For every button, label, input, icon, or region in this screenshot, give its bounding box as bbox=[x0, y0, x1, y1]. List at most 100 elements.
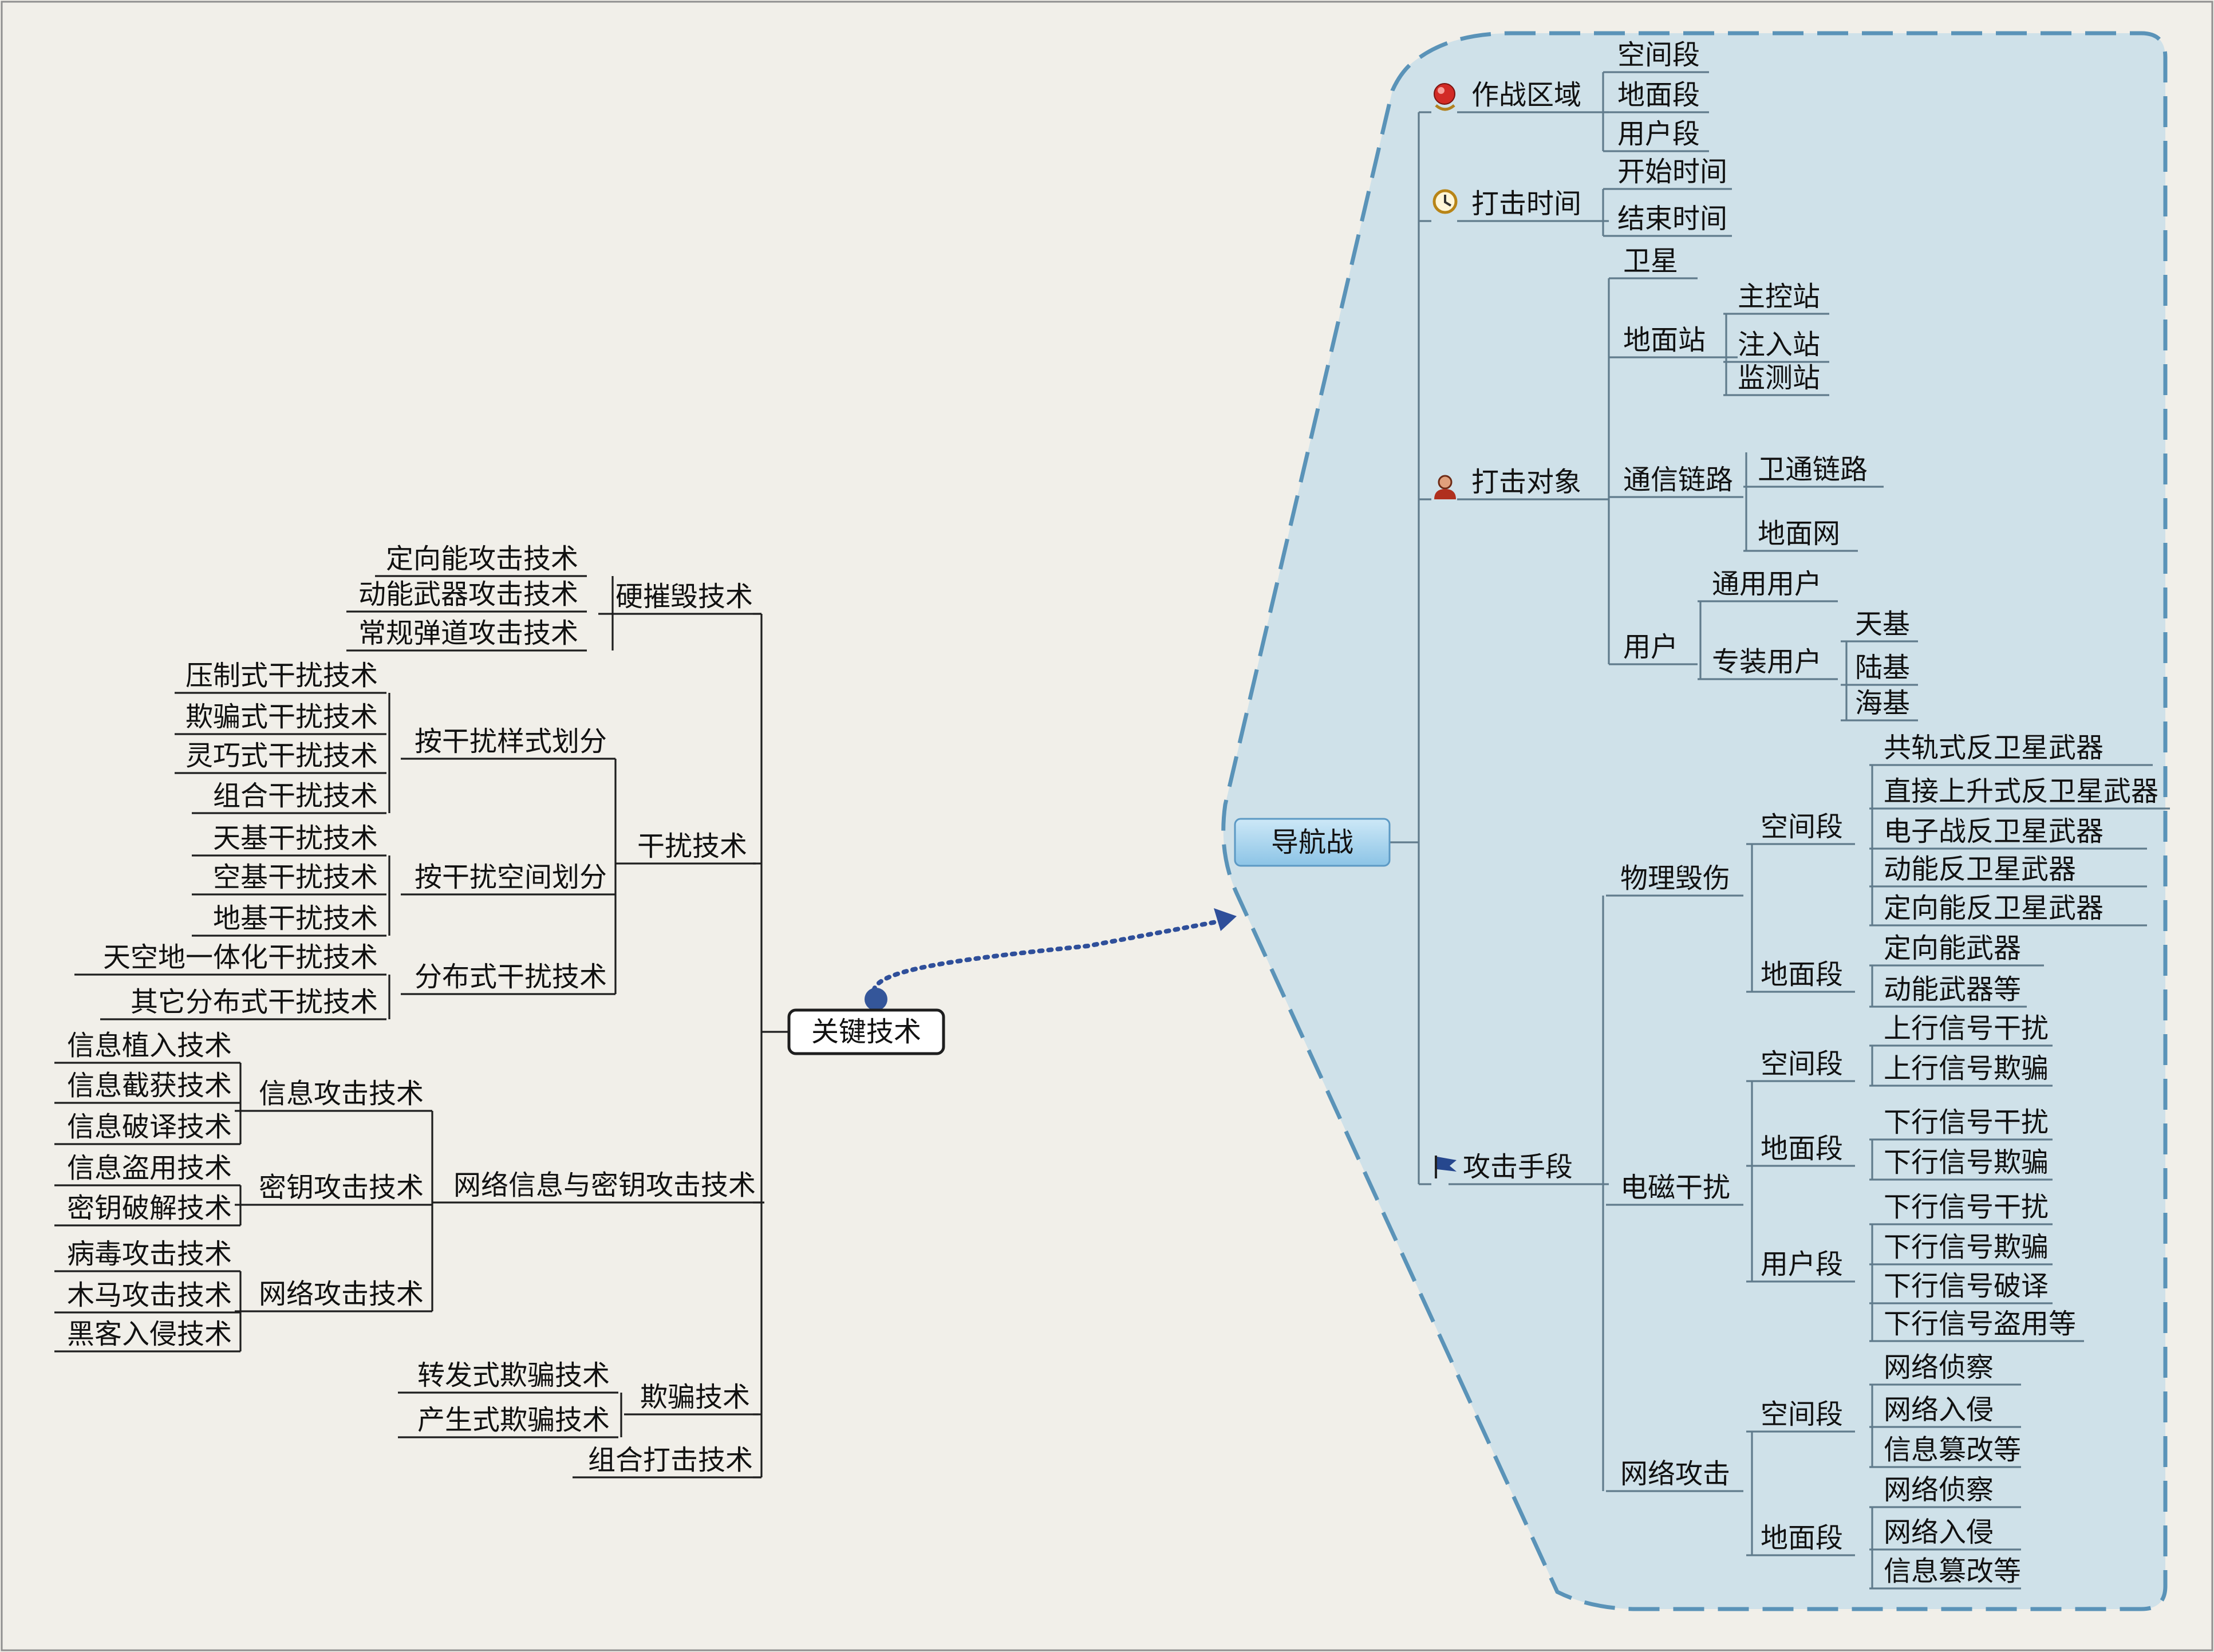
left-node-left-children-1-children-2[interactable]: 分布式干扰技术 bbox=[401, 961, 615, 995]
left-node-left-children-2-children-0-children-2[interactable]: 信息破译技术 bbox=[54, 1111, 240, 1145]
node-label: 欺骗技术 bbox=[640, 1381, 750, 1413]
central-topic[interactable]: 关键技术 bbox=[787, 1008, 945, 1055]
right-node-right-children-3-children-0-children-0-children-1[interactable]: 直接上升式反卫星武器 bbox=[1869, 775, 2170, 810]
right-node-right-children-3-children-1-children-2-children-3[interactable]: 下行信号盗用等 bbox=[1869, 1308, 2084, 1342]
node-label: 主控站 bbox=[1738, 281, 1820, 313]
right-node-right-children-3-children-1-children-2[interactable]: 用户段 bbox=[1746, 1248, 1855, 1283]
left-node-left-children-0-children-0[interactable]: 定向能攻击技术 bbox=[375, 543, 587, 577]
right-node-right-children-3-children-1-children-1-children-0[interactable]: 下行信号干扰 bbox=[1869, 1106, 2053, 1141]
right-node-right-children-2-children-1-children-0[interactable]: 主控站 bbox=[1723, 281, 1829, 315]
right-node-right-children-3-children-2-children-1[interactable]: 地面段 bbox=[1746, 1522, 1855, 1556]
right-node-right-children-3-children-0-children-0-children-2[interactable]: 电子战反卫星武器 bbox=[1869, 815, 2147, 850]
right-node-right-children-2-children-2[interactable]: 通信链路 bbox=[1609, 464, 1743, 498]
left-node-left-children-1-children-1-children-1[interactable]: 空基干扰技术 bbox=[192, 861, 386, 896]
left-node-left-children-1-children-0[interactable]: 按干扰样式划分 bbox=[401, 726, 615, 760]
right-node-right-children-3-children-0-children-0[interactable]: 空间段 bbox=[1746, 811, 1855, 845]
right-node-right-children-2-children-3-children-1-children-0[interactable]: 天基 bbox=[1841, 608, 1918, 642]
node-label: 地基干扰技术 bbox=[213, 902, 378, 935]
right-node-right-children-1-children-0[interactable]: 开始时间 bbox=[1603, 156, 1732, 190]
right-node-right-children-3-children-2-children-1-children-2[interactable]: 信息篡改等 bbox=[1869, 1555, 2021, 1590]
left-node-left-children-4[interactable]: 组合打击技术 bbox=[573, 1444, 761, 1478]
left-node-left-children-1-children-0-children-2[interactable]: 灵巧式干扰技术 bbox=[175, 740, 386, 774]
left-node-left-children-0[interactable]: 硬摧毁技术 bbox=[598, 581, 761, 615]
node-label: 地面段 bbox=[1761, 959, 1843, 991]
left-node-left-children-2-children-1-children-0[interactable]: 信息盗用技术 bbox=[54, 1152, 240, 1186]
right-node-right-children-2-children-3-children-0[interactable]: 通用用户 bbox=[1698, 568, 1838, 602]
right-node-right-children-3-children-0-children-0-children-0[interactable]: 共轨式反卫星武器 bbox=[1869, 732, 2153, 766]
left-node-left-children-3[interactable]: 欺骗技术 bbox=[624, 1381, 759, 1416]
right-node-right-children-0[interactable]: 作战区域 bbox=[1457, 79, 1609, 113]
navigation-war-root[interactable]: 导航战 bbox=[1234, 818, 1391, 867]
right-node-right-children-3-children-0-children-1-children-1[interactable]: 动能武器等 bbox=[1869, 973, 2027, 1008]
left-node-left-children-1-children-1-children-0[interactable]: 天基干扰技术 bbox=[192, 822, 386, 857]
right-node-right-children-3-children-0-children-1[interactable]: 地面段 bbox=[1746, 959, 1855, 993]
node-label: 下行信号破译 bbox=[1884, 1270, 2049, 1302]
left-node-left-children-2-children-2-children-1[interactable]: 木马攻击技术 bbox=[54, 1279, 240, 1314]
right-node-right-children-3-children-1-children-2-children-1[interactable]: 下行信号欺骗 bbox=[1869, 1231, 2053, 1265]
left-node-left-children-2-children-1[interactable]: 密钥攻击技术 bbox=[235, 1172, 432, 1206]
right-node-right-children-1[interactable]: 打击时间 bbox=[1457, 188, 1609, 222]
left-node-left-children-0-children-2[interactable]: 常规弹道攻击技术 bbox=[346, 617, 587, 652]
left-node-left-children-2-children-0-children-1[interactable]: 信息截获技术 bbox=[54, 1070, 240, 1104]
right-node-right-children-2-children-2-children-1[interactable]: 地面网 bbox=[1743, 518, 1858, 552]
right-node-right-children-2-children-3-children-1-children-2[interactable]: 海基 bbox=[1841, 687, 1918, 721]
left-node-left-children-1-children-2-children-1[interactable]: 其它分布式干扰技术 bbox=[100, 986, 386, 1020]
right-node-right-children-3-children-1[interactable]: 电磁干扰 bbox=[1606, 1172, 1743, 1206]
right-node-right-children-3-children-0-children-0-children-4[interactable]: 定向能反卫星武器 bbox=[1869, 892, 2147, 926]
left-node-left-children-1-children-0-children-0[interactable]: 压制式干扰技术 bbox=[175, 660, 386, 694]
node-label: 电子战反卫星武器 bbox=[1884, 815, 2104, 847]
right-node-right-children-3-children-0-children-1-children-0[interactable]: 定向能武器 bbox=[1869, 932, 2044, 967]
right-node-right-children-0-children-2[interactable]: 用户段 bbox=[1603, 118, 1709, 152]
left-node-left-children-2-children-2-children-0[interactable]: 病毒攻击技术 bbox=[54, 1238, 240, 1272]
right-node-right-children-3-children-1-children-1[interactable]: 地面段 bbox=[1746, 1133, 1855, 1167]
right-node-right-children-3-children-1-children-0-children-0[interactable]: 上行信号干扰 bbox=[1869, 1012, 2053, 1047]
right-node-right-children-3-children-0[interactable]: 物理毁伤 bbox=[1606, 862, 1743, 897]
left-node-left-children-3-children-0[interactable]: 转发式欺骗技术 bbox=[398, 1359, 618, 1394]
right-node-right-children-2-children-1[interactable]: 地面站 bbox=[1609, 324, 1738, 358]
right-node-right-children-2-children-3[interactable]: 用户 bbox=[1609, 631, 1698, 665]
left-node-left-children-1-children-0-children-3[interactable]: 组合干扰技术 bbox=[192, 780, 386, 814]
right-node-right-children-0-children-1[interactable]: 地面段 bbox=[1603, 79, 1709, 113]
right-node-right-children-3-children-2[interactable]: 网络攻击 bbox=[1606, 1458, 1743, 1492]
left-node-left-children-2-children-1-children-1[interactable]: 密钥破解技术 bbox=[54, 1192, 240, 1227]
node-label: 其它分布式干扰技术 bbox=[131, 986, 378, 1018]
right-node-right-children-3-children-0-children-0-children-3[interactable]: 动能反卫星武器 bbox=[1869, 853, 2147, 888]
right-node-right-children-0-children-0[interactable]: 空间段 bbox=[1603, 39, 1709, 73]
right-node-right-children-3-children-1-children-0[interactable]: 空间段 bbox=[1746, 1048, 1855, 1082]
right-node-right-children-2-children-0[interactable]: 卫星 bbox=[1609, 245, 1698, 279]
left-node-left-children-3-children-1[interactable]: 产生式欺骗技术 bbox=[398, 1404, 618, 1438]
right-node-right-children-3-children-2-children-1-children-0[interactable]: 网络侦察 bbox=[1869, 1474, 2021, 1508]
right-node-right-children-2-children-3-children-1[interactable]: 专装用户 bbox=[1698, 646, 1838, 680]
right-node-right-children-2-children-1-children-2[interactable]: 监测站 bbox=[1723, 362, 1829, 396]
right-node-right-children-3-children-1-children-1-children-1[interactable]: 下行信号欺骗 bbox=[1869, 1146, 2053, 1181]
right-node-right-children-3-children-2-children-0-children-0[interactable]: 网络侦察 bbox=[1869, 1351, 2021, 1386]
left-node-left-children-2[interactable]: 网络信息与密钥攻击技术 bbox=[432, 1169, 764, 1204]
right-node-right-children-2-children-2-children-0[interactable]: 卫通链路 bbox=[1743, 454, 1884, 488]
left-node-left-children-2-children-0[interactable]: 信息攻击技术 bbox=[235, 1078, 432, 1112]
left-node-left-children-1-children-1[interactable]: 按干扰空间划分 bbox=[401, 861, 615, 896]
left-node-left-children-1[interactable]: 干扰技术 bbox=[615, 830, 756, 865]
left-node-left-children-0-children-1[interactable]: 动能武器攻击技术 bbox=[346, 578, 587, 613]
left-node-left-children-2-children-0-children-0[interactable]: 信息植入技术 bbox=[54, 1030, 240, 1064]
right-node-right-children-1-children-1[interactable]: 结束时间 bbox=[1603, 203, 1732, 237]
right-node-right-children-3-children-1-children-2-children-2[interactable]: 下行信号破译 bbox=[1869, 1270, 2053, 1304]
left-node-left-children-1-children-1-children-2[interactable]: 地基干扰技术 bbox=[192, 902, 386, 937]
left-node-left-children-1-children-0-children-1[interactable]: 欺骗式干扰技术 bbox=[175, 701, 386, 735]
right-node-right-children-3-children-2-children-0-children-2[interactable]: 信息篡改等 bbox=[1869, 1434, 2021, 1468]
right-node-right-children-3-children-1-children-0-children-1[interactable]: 上行信号欺骗 bbox=[1869, 1052, 2053, 1087]
right-node-right-children-3-children-2-children-0[interactable]: 空间段 bbox=[1746, 1398, 1855, 1433]
right-node-right-children-2[interactable]: 打击对象 bbox=[1457, 466, 1609, 500]
right-node-right-children-3[interactable]: 攻击手段 bbox=[1449, 1151, 1609, 1185]
node-label: 组合打击技术 bbox=[588, 1444, 753, 1476]
right-node-right-children-2-children-1-children-1[interactable]: 注入站 bbox=[1723, 329, 1829, 363]
left-node-left-children-2-children-2[interactable]: 网络攻击技术 bbox=[235, 1278, 432, 1312]
right-node-right-children-3-children-1-children-2-children-0[interactable]: 下行信号干扰 bbox=[1869, 1191, 2053, 1225]
left-node-left-children-2-children-2-children-2[interactable]: 黑客入侵技术 bbox=[54, 1318, 240, 1353]
node-label: 空间段 bbox=[1761, 1398, 1843, 1430]
right-node-right-children-3-children-2-children-1-children-1[interactable]: 网络入侵 bbox=[1869, 1516, 2021, 1551]
right-node-right-children-2-children-3-children-1-children-1[interactable]: 陆基 bbox=[1841, 652, 1918, 686]
right-node-right-children-3-children-2-children-0-children-1[interactable]: 网络入侵 bbox=[1869, 1394, 2021, 1428]
node-label: 下行信号欺骗 bbox=[1884, 1146, 2049, 1178]
left-node-left-children-1-children-2-children-0[interactable]: 天空地一体化干扰技术 bbox=[74, 941, 386, 976]
